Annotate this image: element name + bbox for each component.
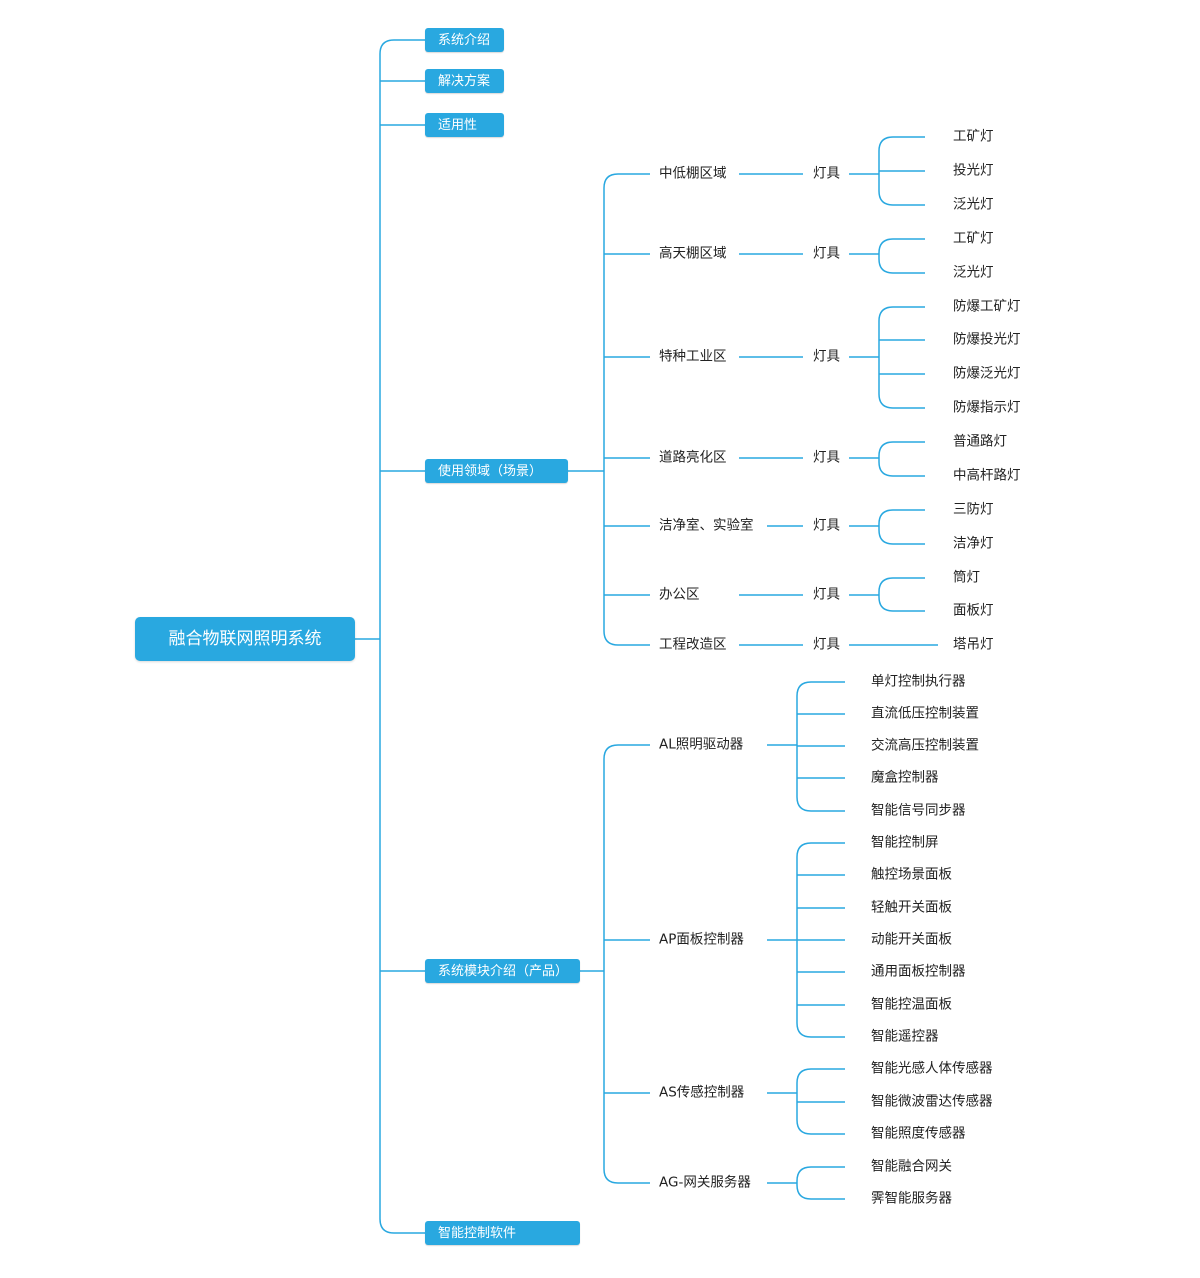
node-applicability[interactable]: 适用性	[425, 113, 504, 137]
lamp-leaf[interactable]: 筒灯	[953, 569, 980, 586]
product-leaf[interactable]: 智能控制屏	[871, 834, 939, 851]
node-scenes[interactable]: 使用领域（场景）	[425, 459, 568, 483]
module-connector-branch	[796, 1166, 845, 1183]
fixture-connector-branch	[878, 458, 925, 477]
root-connector-branch	[379, 39, 425, 639]
lamp-leaf[interactable]: 防爆工矿灯	[953, 298, 1021, 315]
fixture-connector-branch	[878, 238, 925, 254]
product-leaf[interactable]: 通用面板控制器	[871, 963, 966, 980]
lamp-leaf[interactable]: 三防灯	[953, 501, 994, 518]
scene-node[interactable]: 办公区	[659, 586, 700, 603]
fixture-connector-branch	[878, 174, 925, 206]
module-connector-branch	[796, 842, 845, 940]
fixture-node[interactable]: 灯具	[813, 586, 840, 603]
node-modules[interactable]: 系统模块介绍（产品）	[425, 959, 580, 983]
lamp-leaf[interactable]: 防爆泛光灯	[953, 365, 1021, 382]
product-leaf[interactable]: 智能照度传感器	[871, 1125, 966, 1142]
module-connector-branch	[796, 1068, 845, 1093]
fixture-connector-branch	[878, 136, 925, 174]
lamp-leaf[interactable]: 普通路灯	[953, 433, 1007, 450]
lamp-leaf[interactable]: 投光灯	[953, 162, 994, 179]
module-node[interactable]: AL照明驱动器	[659, 736, 744, 753]
product-leaf[interactable]: 智能控温面板	[871, 996, 952, 1013]
fixture-connector-branch	[878, 357, 925, 409]
scene-node[interactable]: 洁净室、实验室	[659, 517, 754, 534]
product-leaf[interactable]: 直流低压控制装置	[871, 705, 979, 722]
scene-node[interactable]: 高天棚区域	[659, 245, 727, 262]
scenes-connector-branch	[603, 471, 650, 646]
node-solution[interactable]: 解决方案	[425, 69, 504, 93]
lamp-leaf[interactable]: 洁净灯	[953, 535, 994, 552]
fixture-node[interactable]: 灯具	[813, 517, 840, 534]
module-connector-branch	[796, 1183, 845, 1200]
fixture-connector-branch	[878, 441, 925, 458]
lamp-leaf[interactable]: 防爆投光灯	[953, 331, 1021, 348]
fixture-node[interactable]: 灯具	[813, 348, 840, 365]
fixture-connector-branch	[878, 526, 925, 545]
module-connector-branch	[796, 745, 845, 812]
product-leaf[interactable]: 交流高压控制装置	[871, 737, 979, 754]
lamp-leaf[interactable]: 泛光灯	[953, 196, 994, 213]
module-node[interactable]: AP面板控制器	[659, 931, 744, 948]
fixture-node[interactable]: 灯具	[813, 636, 840, 653]
product-leaf[interactable]: 魔盒控制器	[871, 769, 939, 786]
scene-node[interactable]: 中低棚区域	[659, 165, 727, 182]
module-connector-branch	[796, 1093, 845, 1135]
fixture-connector-branch	[878, 595, 925, 612]
scene-node[interactable]: 道路亮化区	[659, 449, 727, 466]
lamp-leaf[interactable]: 中高杆路灯	[953, 467, 1021, 484]
lamp-leaf[interactable]: 面板灯	[953, 602, 994, 619]
lamp-leaf[interactable]: 工矿灯	[953, 128, 994, 145]
node-system-intro[interactable]: 系统介绍	[425, 28, 504, 52]
product-leaf[interactable]: 智能融合网关	[871, 1158, 952, 1175]
product-leaf[interactable]: 智能微波雷达传感器	[871, 1093, 993, 1110]
product-leaf[interactable]: 智能遥控器	[871, 1028, 939, 1045]
module-connector-branch	[796, 940, 845, 1038]
fixture-connector-branch	[878, 577, 925, 595]
product-leaf[interactable]: 单灯控制执行器	[871, 673, 966, 690]
root-node[interactable]: 融合物联网照明系统	[135, 617, 355, 661]
node-software[interactable]: 智能控制软件	[425, 1221, 580, 1245]
fixture-node[interactable]: 灯具	[813, 245, 840, 262]
fixture-connector-branch	[878, 509, 925, 526]
fixture-connector-branch	[878, 254, 925, 274]
fixture-connector-branch	[878, 306, 925, 357]
modules-connector-branch	[603, 744, 650, 971]
module-node[interactable]: AS传感控制器	[659, 1084, 745, 1101]
fixture-node[interactable]: 灯具	[813, 165, 840, 182]
scene-node[interactable]: 工程改造区	[659, 636, 727, 653]
lamp-leaf[interactable]: 塔吊灯	[953, 636, 994, 653]
product-leaf[interactable]: 轻触开关面板	[871, 899, 952, 916]
root-connector-branch	[379, 639, 425, 1234]
product-leaf[interactable]: 触控场景面板	[871, 866, 952, 883]
modules-connector-branch	[603, 971, 650, 1184]
scene-node[interactable]: 特种工业区	[659, 348, 727, 365]
product-leaf[interactable]: 智能光感人体传感器	[871, 1060, 993, 1077]
product-leaf[interactable]: 霁智能服务器	[871, 1190, 952, 1207]
product-leaf[interactable]: 智能信号同步器	[871, 802, 966, 819]
scenes-connector-branch	[603, 173, 650, 471]
fixture-node[interactable]: 灯具	[813, 449, 840, 466]
lamp-leaf[interactable]: 防爆指示灯	[953, 399, 1021, 416]
lamp-leaf[interactable]: 泛光灯	[953, 264, 994, 281]
product-leaf[interactable]: 动能开关面板	[871, 931, 952, 948]
module-connector-branch	[796, 681, 845, 745]
module-node[interactable]: AG-网关服务器	[659, 1174, 751, 1191]
lamp-leaf[interactable]: 工矿灯	[953, 230, 994, 247]
